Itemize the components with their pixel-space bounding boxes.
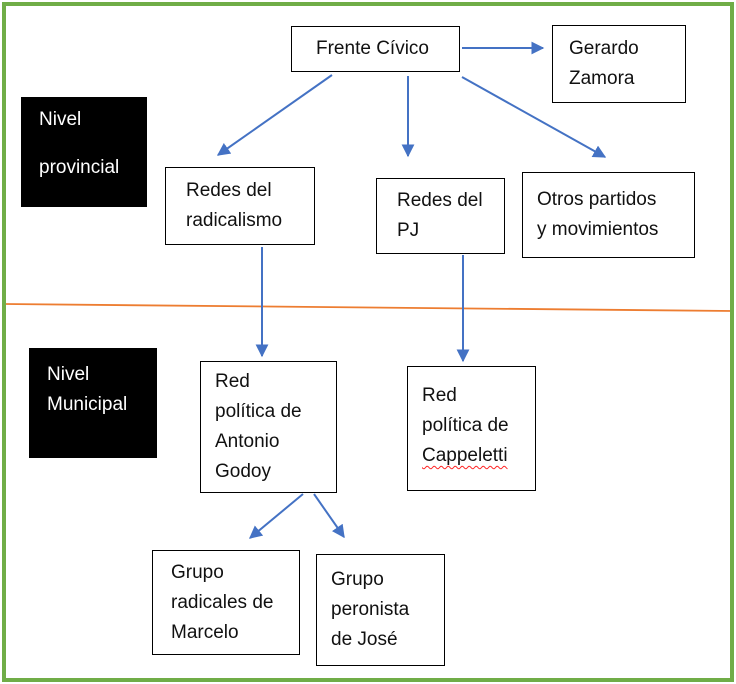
arrow-frente-civico-to-redes-radicalismo: [216, 74, 333, 156]
level-label-provincial: Nivel provincial: [21, 97, 147, 207]
node-grupo-marcelo: Grupo radicales de Marcelo: [152, 550, 300, 655]
node-label-line: peronista: [331, 599, 410, 620]
node-label-line-misspelled: Cappeletti: [422, 445, 508, 466]
node-label-line: Frente Cívico: [316, 38, 429, 59]
level-label-line: Municipal: [47, 394, 128, 415]
node-label-line: Redes del: [397, 190, 483, 211]
node-gerardo-zamora: Gerardo Zamora: [552, 25, 686, 103]
node-label-line: Gerardo: [569, 38, 639, 59]
node-label-line: y movimientos: [537, 219, 659, 240]
node-label-line: Red: [422, 385, 457, 406]
node-label-line: Antonio: [215, 431, 280, 452]
level-label-line: Nivel: [47, 364, 90, 385]
node-redes-pj: Redes del PJ: [376, 178, 505, 254]
node-label-line: política de: [215, 401, 302, 422]
node-label-line: Zamora: [569, 68, 635, 89]
node-label-line: Marcelo: [171, 621, 239, 643]
node-label-line: radicalismo: [186, 210, 283, 231]
node-grupo-jose: Grupo peronista de José: [316, 554, 445, 666]
level-divider-line: [4, 303, 734, 312]
level-label-municipal: Nivel Municipal: [29, 348, 157, 458]
node-label-line: política de: [422, 415, 509, 436]
node-label-line: Godoy: [215, 461, 271, 482]
level-label-line: provincial: [39, 157, 120, 178]
node-red-godoy: Red política de Antonio Godoy: [200, 361, 337, 493]
node-label-line: Red: [215, 371, 250, 392]
node-label-line: Grupo: [331, 569, 384, 590]
arrow-red-godoy-to-grupo-marcelo: [248, 493, 304, 539]
node-label-line: de José: [331, 629, 398, 650]
node-otros-partidos: Otros partidos y movimientos: [522, 172, 695, 258]
node-frente-civico: Frente Cívico: [291, 26, 460, 72]
node-label-line: Otros partidos: [537, 189, 657, 210]
node-label-line: Grupo: [171, 561, 224, 583]
node-label-line: PJ: [397, 220, 420, 241]
level-label-line: Nivel: [39, 109, 82, 130]
node-label-line: Redes del: [186, 180, 272, 201]
node-label-line: radicales de: [171, 591, 274, 613]
node-red-cappeletti: Red política de Cappeletti: [407, 366, 536, 491]
arrow-red-godoy-to-grupo-jose: [313, 493, 345, 539]
node-redes-radicalismo: Redes del radicalismo: [165, 167, 315, 245]
